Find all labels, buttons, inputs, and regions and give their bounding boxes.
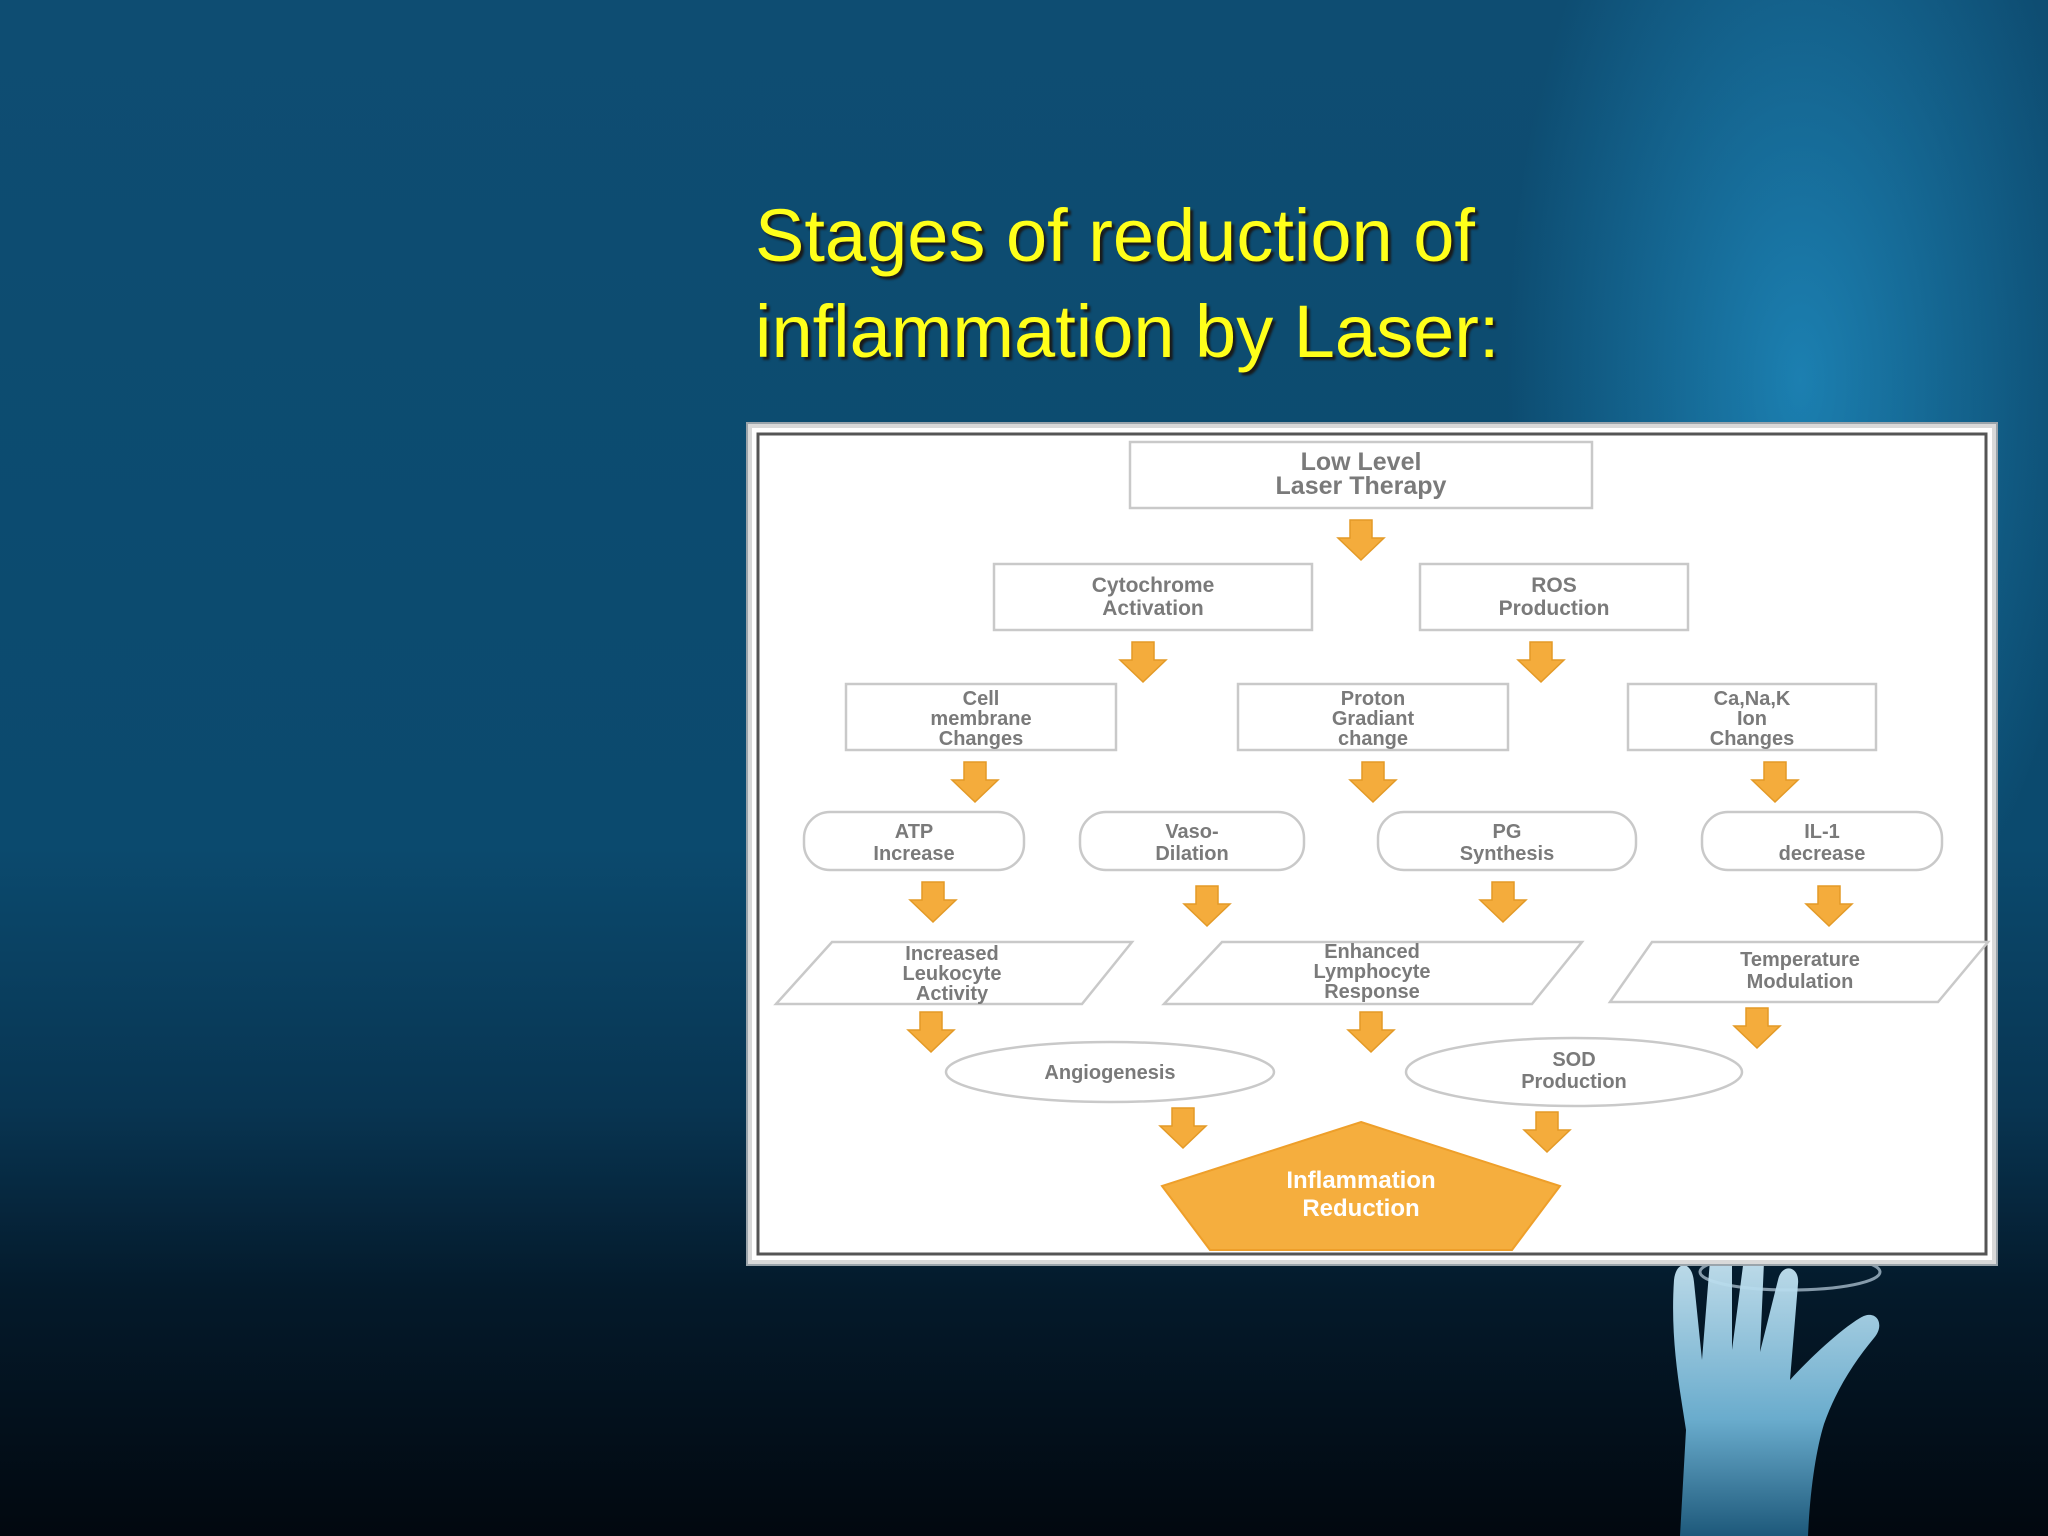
node-il1-decrease bbox=[1700, 810, 1944, 872]
node-label: Reduction bbox=[1302, 1195, 1419, 1222]
node-label: Leukocyte bbox=[903, 963, 1002, 985]
flow-arrow bbox=[1750, 761, 1800, 804]
node-label: change bbox=[1338, 728, 1408, 750]
flow-arrow bbox=[1732, 1007, 1782, 1050]
node-atp-increase bbox=[802, 810, 1026, 872]
node-label: Production bbox=[1499, 597, 1610, 620]
node-label: Production bbox=[1521, 1071, 1627, 1093]
node-label: Enhanced bbox=[1324, 941, 1420, 963]
flow-arrow bbox=[1348, 761, 1398, 804]
flow-arrow bbox=[1118, 641, 1168, 684]
node-label: Synthesis bbox=[1460, 843, 1554, 865]
node-temperature-modulation bbox=[1607, 940, 1991, 1004]
flow-arrow bbox=[1478, 881, 1528, 924]
node-label: Ca,Na,K bbox=[1714, 688, 1791, 710]
node-vaso-dilation bbox=[1078, 810, 1306, 872]
flow-arrow bbox=[908, 881, 958, 924]
node-proton-gradiant-change bbox=[1236, 682, 1510, 752]
node-cytochrome-activation bbox=[992, 562, 1314, 632]
node-label: Low Level bbox=[1301, 448, 1422, 476]
node-label: Vaso- bbox=[1165, 821, 1218, 843]
flow-arrow bbox=[1182, 885, 1232, 928]
flow-arrow bbox=[906, 1011, 956, 1054]
node-label: ATP bbox=[895, 821, 934, 843]
flow-arrow bbox=[1346, 1011, 1396, 1054]
node-label: Inflammation bbox=[1286, 1167, 1435, 1194]
node-label: Modulation bbox=[1747, 971, 1854, 993]
node-label: Proton bbox=[1341, 688, 1405, 710]
slide-title: Stages of reduction of inflammation by L… bbox=[755, 188, 1655, 380]
node-label: ROS bbox=[1531, 574, 1577, 597]
slide-title-line-2: inflammation by Laser: bbox=[755, 290, 1500, 373]
flow-arrow bbox=[950, 761, 1000, 804]
node-pg-synthesis bbox=[1376, 810, 1638, 872]
node-angiogenesis bbox=[944, 1040, 1276, 1104]
hand-illustration bbox=[1673, 1245, 1882, 1536]
node-label: Laser Therapy bbox=[1276, 472, 1447, 500]
node-label: Activation bbox=[1102, 597, 1204, 620]
flow-arrow bbox=[1804, 885, 1854, 928]
node-ros-production bbox=[1418, 562, 1690, 632]
node-label: Increased bbox=[905, 943, 998, 965]
flowchart: Low Level Laser Therapy Cytochrome Activ… bbox=[756, 432, 1991, 1256]
node-label: Increase bbox=[873, 843, 954, 865]
node-enhanced-lymphocyte-response bbox=[1161, 940, 1585, 1006]
flow-arrow bbox=[1336, 519, 1386, 562]
node-label: Changes bbox=[1710, 728, 1794, 750]
node-label: Lymphocyte bbox=[1313, 961, 1430, 983]
node-label: Activity bbox=[916, 983, 989, 1005]
node-label: membrane bbox=[930, 708, 1031, 730]
node-label: IL-1 bbox=[1804, 821, 1840, 843]
node-label: Changes bbox=[939, 728, 1023, 750]
node-label: Gradiant bbox=[1332, 708, 1415, 730]
flowchart-image: Low Level Laser Therapy Cytochrome Activ… bbox=[748, 424, 1996, 1264]
node-label: decrease bbox=[1779, 843, 1866, 865]
node-cell-membrane-changes bbox=[844, 682, 1118, 752]
slide-title-line-1: Stages of reduction of bbox=[755, 194, 1475, 277]
image-inner-border bbox=[756, 432, 1988, 1256]
flow-arrow bbox=[1522, 1111, 1572, 1154]
node-label: Response bbox=[1324, 981, 1420, 1003]
flow-arrow bbox=[1516, 641, 1566, 684]
node-low-level-laser-therapy bbox=[1128, 440, 1594, 510]
flow-arrow bbox=[1158, 1107, 1208, 1150]
node-label: Angiogenesis bbox=[1044, 1062, 1175, 1084]
node-label: Cytochrome bbox=[1092, 574, 1215, 597]
node-inflammation-reduction bbox=[1160, 1120, 1562, 1251]
node-label: Cell bbox=[963, 688, 1000, 710]
node-label: PG bbox=[1493, 821, 1522, 843]
node-label: Dilation bbox=[1155, 843, 1228, 865]
node-label: SOD bbox=[1552, 1049, 1595, 1071]
node-label: Ion bbox=[1737, 708, 1767, 730]
node-sod-production bbox=[1404, 1036, 1744, 1108]
node-ion-changes bbox=[1626, 682, 1878, 752]
node-increased-leukocyte-activity bbox=[773, 940, 1135, 1006]
node-label: Temperature bbox=[1740, 949, 1860, 971]
